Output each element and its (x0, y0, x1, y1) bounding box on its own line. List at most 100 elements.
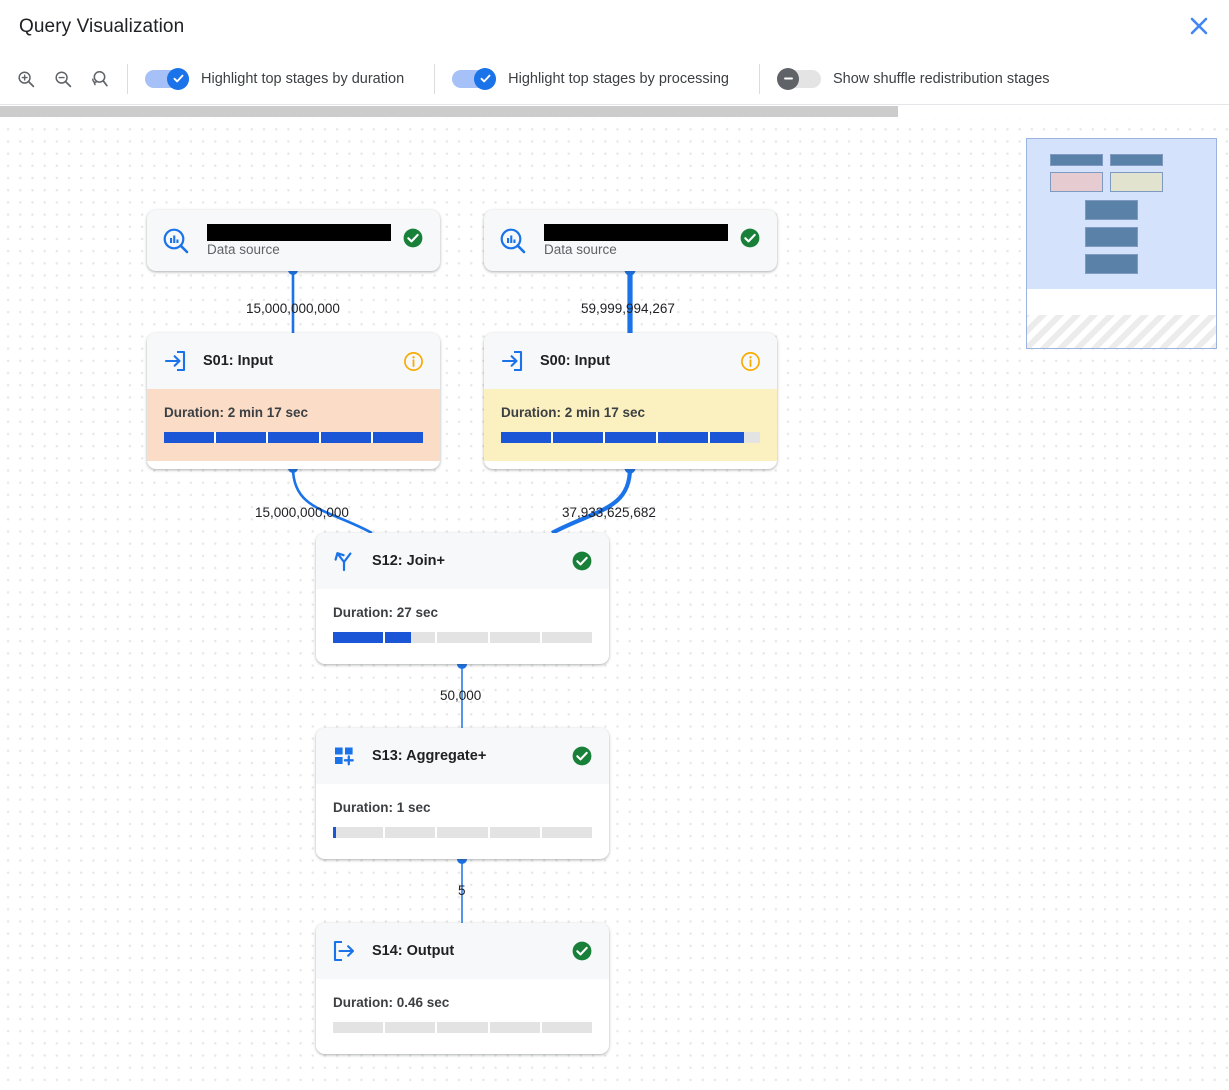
stage-body: Duration: 27 sec (316, 589, 609, 661)
check-circle-icon (572, 746, 592, 766)
stage-header: S00: Input (484, 333, 777, 389)
close-x-icon (1190, 17, 1208, 35)
zoom-reset-glyph (92, 70, 108, 86)
zoom-controls (0, 66, 113, 92)
toggle-show-shuffle[interactable]: Show shuffle redistribution stages (760, 53, 1066, 105)
info-circle-icon (740, 351, 760, 371)
edge-s00-s12 (551, 467, 633, 535)
stage-body: Duration: 2 min 17 sec (484, 389, 777, 461)
check-circle-icon (740, 228, 760, 248)
bar-segment (385, 1022, 438, 1033)
toggle-highlight-processing[interactable]: Highlight top stages by processing (435, 53, 745, 105)
redacted-table-name (544, 224, 728, 241)
bar-segment (268, 432, 321, 443)
duration-label: Duration: 2 min 17 sec (501, 405, 646, 420)
node-stage-S00[interactable]: S00: Input Duration: 2 min 17 sec (484, 333, 777, 469)
bigquery-data-source-icon (498, 226, 528, 256)
zoom-out-glyph (55, 70, 72, 87)
switch-on-processing[interactable] (452, 67, 497, 90)
edge-label: 37,933,625,682 (562, 505, 656, 520)
graph-canvas[interactable]: 15,000,000,000 59,999,994,267 15,000,000… (0, 105, 1229, 1090)
progress-fill (501, 432, 745, 443)
minimap-node-S12 (1085, 200, 1138, 220)
bar-segment (490, 827, 542, 838)
zoom-out-icon[interactable] (50, 66, 76, 92)
duration-progress-bar (333, 632, 592, 643)
node-stage-S12[interactable]: S12: Join+ Duration: 27 sec (316, 533, 609, 664)
duration-label: Duration: 0.46 sec (333, 995, 450, 1010)
bar-segment (437, 827, 490, 838)
check-circle-icon (403, 228, 423, 248)
stage-header: S01: Input (147, 333, 440, 389)
duration-label: Duration: 2 min 17 sec (164, 405, 309, 420)
join-icon (330, 547, 358, 575)
zoom-in-icon[interactable] (13, 66, 39, 92)
check-circle-icon (572, 551, 592, 571)
minimap-node-S13 (1085, 227, 1138, 247)
data-source-text: Data source (207, 224, 402, 257)
node-data-source-right[interactable]: Data source (484, 210, 777, 271)
minimap-node-data-source-left (1050, 154, 1103, 166)
bar-segment (321, 432, 373, 443)
status-badge-check (571, 550, 593, 572)
toggle-label-shuffle: Show shuffle redistribution stages (833, 70, 1050, 87)
input-arrow-icon (498, 347, 526, 375)
node-stage-S14[interactable]: S14: Output Duration: 0.46 sec (316, 923, 609, 1054)
minimap-node-S00 (1110, 172, 1163, 192)
switch-off-shuffle[interactable] (777, 67, 821, 90)
switch-on-duration[interactable] (145, 67, 189, 90)
minimap-node-S14 (1085, 254, 1138, 274)
bar-segment (542, 1022, 592, 1033)
node-data-source-left[interactable]: Data source (147, 210, 440, 271)
stage-header: S13: Aggregate+ (316, 728, 609, 784)
input-arrow-icon (161, 347, 189, 375)
stage-body: Duration: 2 min 17 sec (147, 389, 440, 461)
horizontal-scrollbar-thumb[interactable] (0, 106, 898, 117)
bar-segment (164, 432, 217, 443)
bar-segment (333, 1022, 386, 1033)
bar-segment (385, 827, 438, 838)
toggle-highlight-duration[interactable]: Highlight top stages by duration (128, 53, 420, 105)
bar-segment (373, 432, 423, 443)
check-icon (480, 74, 491, 83)
duration-progress-bar (333, 827, 592, 838)
zoom-reset-icon[interactable] (87, 66, 113, 92)
switch-knob (474, 67, 497, 90)
node-stage-S13[interactable]: S13: Aggregate+ Duration: 1 sec (316, 728, 609, 859)
minimap-node-data-source-right (1110, 154, 1163, 166)
stage-title: S00: Input (540, 353, 611, 369)
status-badge-info[interactable] (402, 350, 424, 372)
toolbar-divider (434, 63, 436, 94)
progress-fill (333, 827, 337, 838)
bar-segment (333, 827, 386, 838)
zoom-in-glyph (18, 70, 35, 87)
switch-knob (777, 67, 799, 90)
status-badge-info[interactable] (739, 350, 761, 372)
bar-segment (490, 632, 542, 643)
bar-segment (333, 632, 386, 643)
aggregate-plus-icon (330, 742, 358, 770)
status-badge-check (571, 745, 593, 767)
minimap-node-S01 (1050, 172, 1103, 192)
status-badge-check (402, 227, 424, 254)
graph-minimap[interactable] (1026, 138, 1217, 349)
bar-segment (658, 432, 710, 443)
horizontal-scrollbar[interactable] (0, 105, 1229, 118)
bar-segment (501, 432, 554, 443)
close-icon[interactable] (1181, 8, 1217, 44)
duration-label: Duration: 27 sec (333, 605, 439, 620)
data-source-subtitle: Data source (207, 242, 280, 257)
toggle-label-duration: Highlight top stages by duration (201, 70, 405, 87)
status-badge-check (571, 940, 593, 962)
bar-segment (490, 1022, 542, 1033)
toolbar-divider (127, 63, 128, 94)
node-stage-S01[interactable]: S01: Input Duration: 2 min 17 sec (147, 333, 440, 469)
edge-label: 15,000,000,000 (255, 505, 349, 520)
bar-segment (553, 432, 606, 443)
toggle-label-processing: Highlight top stages by processing (508, 70, 729, 87)
edge-s01-s12 (291, 467, 373, 535)
stage-title: S13: Aggregate+ (372, 748, 487, 764)
stage-body: Duration: 0.46 sec (316, 979, 609, 1051)
switch-knob (167, 67, 189, 90)
edge-label: 15,000,000,000 (246, 301, 340, 316)
